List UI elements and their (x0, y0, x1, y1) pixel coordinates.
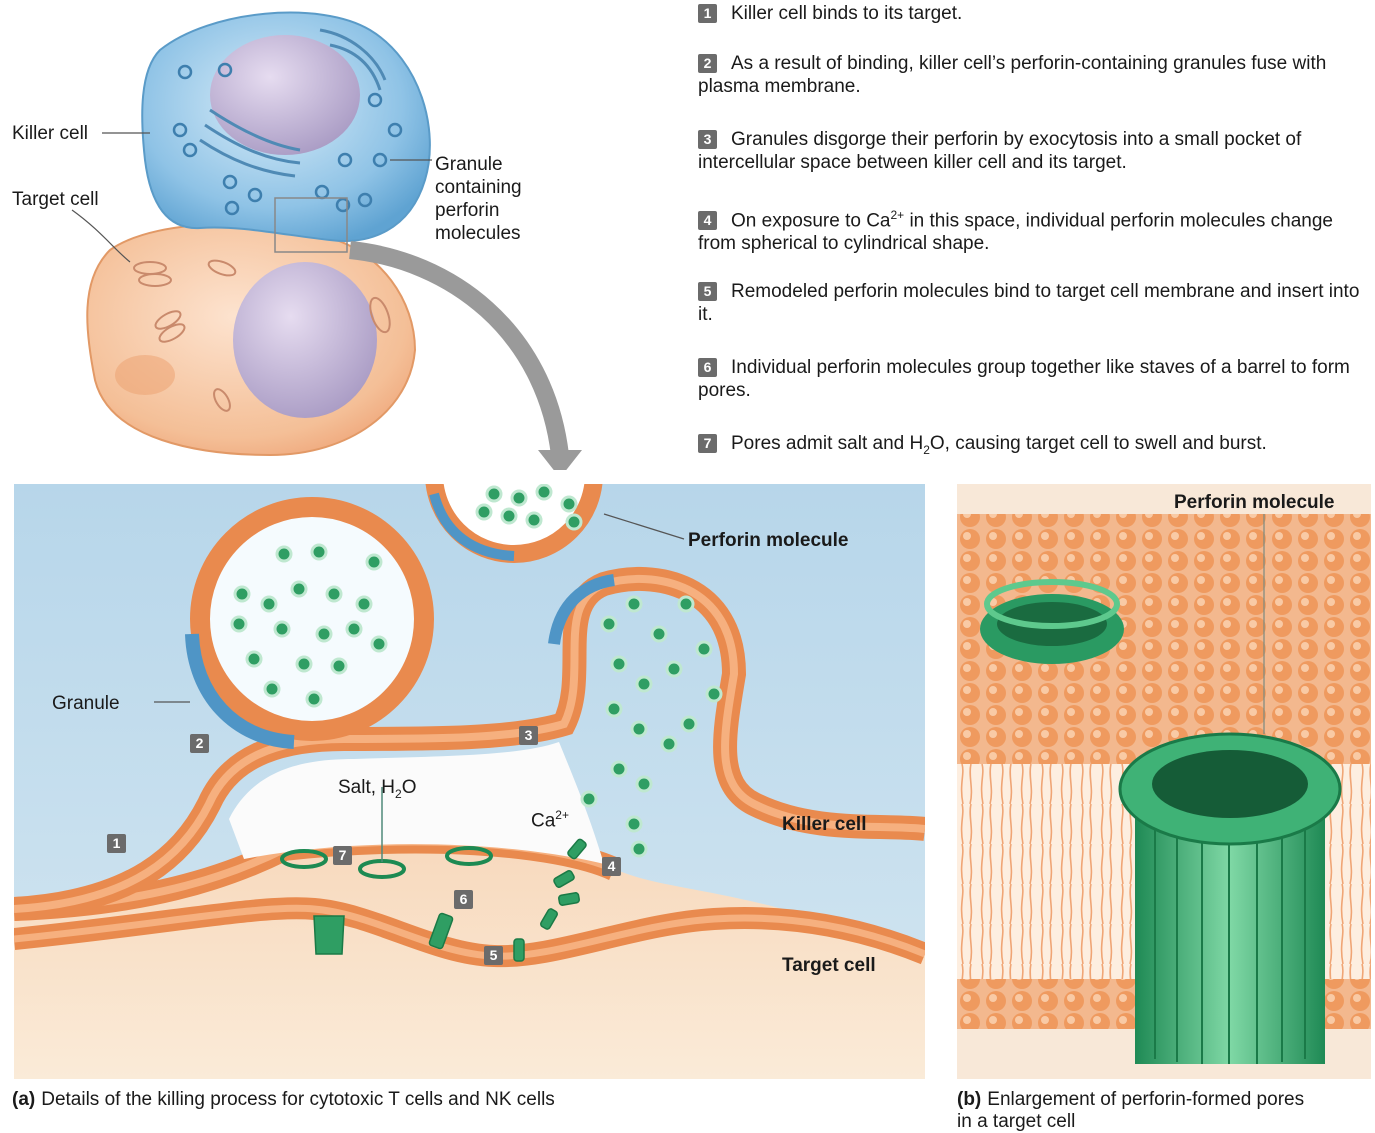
panel-a-illustration (14, 484, 925, 1079)
panel-a-killer-cell-label: Killer cell (782, 813, 867, 836)
cell-overview-illustration (0, 0, 690, 470)
panel-a-caption: (a)Details of the killing process for cy… (12, 1089, 555, 1111)
step-badge: 4 (698, 211, 717, 230)
salt-h2o-label: Salt, H2O (338, 776, 417, 806)
granule-containing-label: Granule containing perforin molecules (435, 153, 522, 245)
step-badge: 5 (698, 282, 717, 301)
panel-badge-2: 2 (190, 734, 209, 753)
panel-a-perforin-label: Perforin molecule (688, 529, 849, 552)
step-badge: 6 (698, 358, 717, 377)
panel-a-target-cell-label: Target cell (782, 954, 876, 977)
panel-b-illustration (957, 484, 1371, 1079)
panel-badge-4: 4 (602, 857, 621, 876)
panel-badge-3: 3 (519, 726, 538, 745)
killer-nucleus (210, 35, 360, 155)
panel-badge-7: 7 (333, 846, 352, 865)
step-badge: 7 (698, 434, 717, 453)
panel-b-perforin-label: Perforin molecule (1174, 491, 1335, 514)
panel-badge-6: 6 (454, 890, 473, 909)
panel-badge-1: 1 (107, 834, 126, 853)
step-badge: 2 (698, 54, 717, 73)
step-badge: 1 (698, 4, 717, 23)
step-badge: 3 (698, 130, 717, 149)
panel-b-caption: (b)Enlargement of perforin-formed pores … (957, 1089, 1304, 1133)
panel-a-granule-label: Granule (52, 692, 120, 715)
target-nucleus (233, 262, 377, 418)
ca-label: Ca2+ (531, 804, 569, 832)
killer-cell-label: Killer cell (12, 122, 88, 145)
panel-badge-5: 5 (484, 946, 503, 965)
target-cell-label: Target cell (12, 188, 99, 211)
